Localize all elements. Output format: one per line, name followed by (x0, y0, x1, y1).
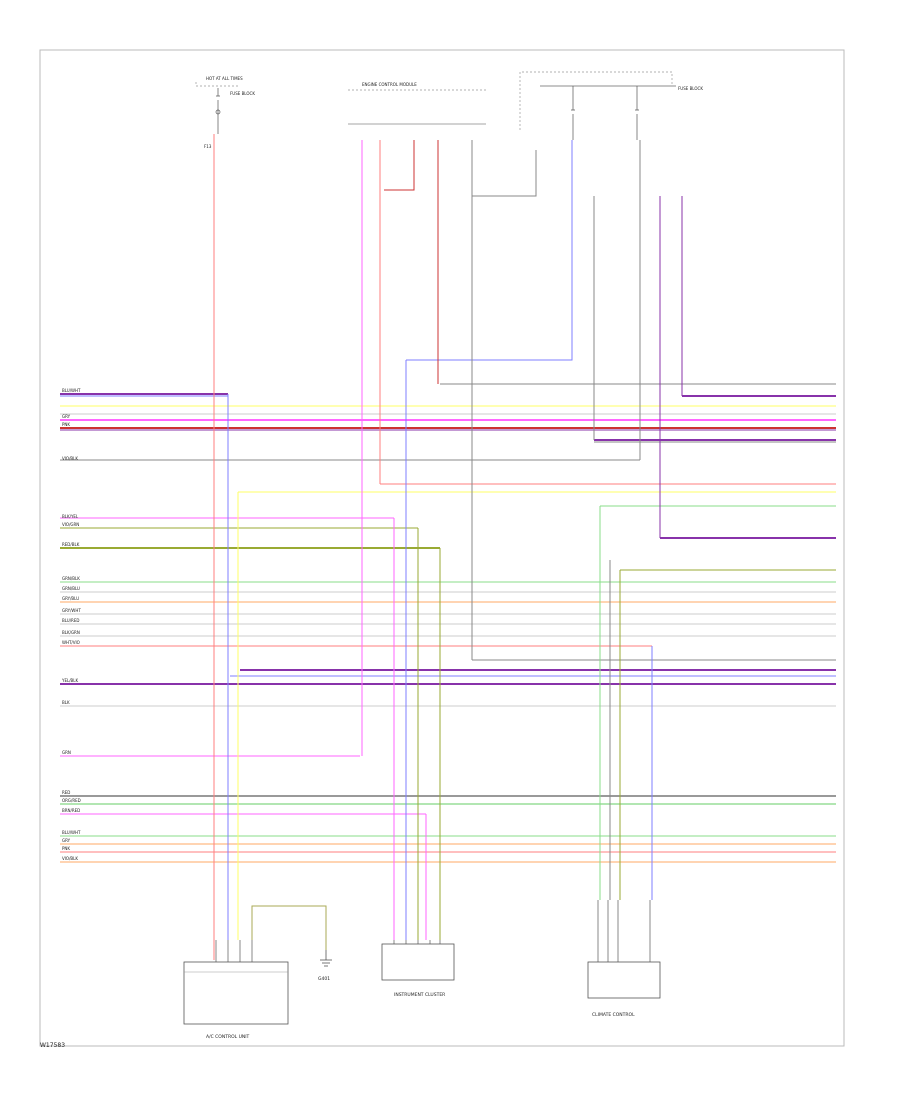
row-label: BLK (62, 700, 70, 705)
ac-control-unit-body (183, 961, 289, 1025)
row-label: VIO/BLK (62, 856, 78, 861)
row-label: GRY/WHT (62, 608, 81, 613)
row-label: WHT/VIO (62, 640, 80, 645)
row-labels: BLU/WHT GRY PNK VIO/BLK BLK/YEL VIO/GRN RED/BL… (61, 388, 81, 861)
right-fuse-box-label: FUSE BLOCK (678, 86, 703, 91)
row-label: GRN (62, 750, 71, 755)
center-module-label: ENGINE CONTROL MODULE (362, 82, 417, 87)
left-fuse-name-label: FUSE BLOCK (230, 91, 255, 96)
ground-wire (251, 905, 327, 950)
right-fuse-box (519, 71, 673, 130)
wire (472, 150, 537, 197)
climate-control-label: CLIMATE CONTROL (592, 1012, 635, 1018)
row-label: BRN/RED (62, 808, 80, 813)
row-label: GRY (62, 414, 71, 419)
left-fuse-box (195, 82, 240, 87)
row-label: BLU/WHT (62, 388, 81, 393)
harness-rows (60, 383, 836, 863)
row-label: GRN/BLU (62, 586, 80, 591)
fuse-tag-label: F13 (204, 144, 212, 149)
row-label: ORG/RED (62, 798, 81, 803)
ground-label: G401 (318, 976, 330, 982)
row-label: VIO/GRN (62, 522, 79, 527)
wire (406, 140, 573, 361)
row-label: YEL/BLK (61, 678, 79, 683)
row-label: PNK (62, 422, 70, 427)
vertical-wires (213, 134, 683, 962)
ac-control-unit-label: A/C CONTROL UNIT (206, 1034, 250, 1040)
row-label: GRY (62, 838, 71, 843)
row-label: BLK/YEL (62, 514, 79, 519)
instrument-cluster-label: INSTRUMENT CLUSTER (394, 992, 445, 998)
ground-symbol: G401 (318, 950, 332, 982)
wire (384, 140, 415, 191)
row-label: PNK (62, 846, 70, 851)
diagram-frame (39, 49, 845, 1047)
row-label: RED (62, 790, 70, 795)
row-label: BLU/WHT (62, 830, 81, 835)
row-label: VIO/BLK (62, 456, 78, 461)
row-label: BLU/RED (62, 618, 79, 623)
row-label: GRY/BLU (62, 596, 79, 601)
climate-control: CLIMATE CONTROL (587, 961, 661, 1018)
row-label: BLK/GRN (62, 630, 80, 635)
row-label: RED/BLK (62, 542, 80, 547)
climate-control-body (587, 961, 661, 999)
ac-control-unit: A/C CONTROL UNIT (183, 961, 289, 1040)
fuse-symbol (215, 86, 639, 140)
row-label: GRN/BLK (62, 576, 80, 581)
instrument-cluster: INSTRUMENT CLUSTER (381, 943, 455, 998)
diagram-code: W17583 (40, 1042, 66, 1049)
left-fuse-box-label: HOT AT ALL TIMES (206, 76, 243, 81)
instrument-cluster-body (381, 943, 455, 981)
